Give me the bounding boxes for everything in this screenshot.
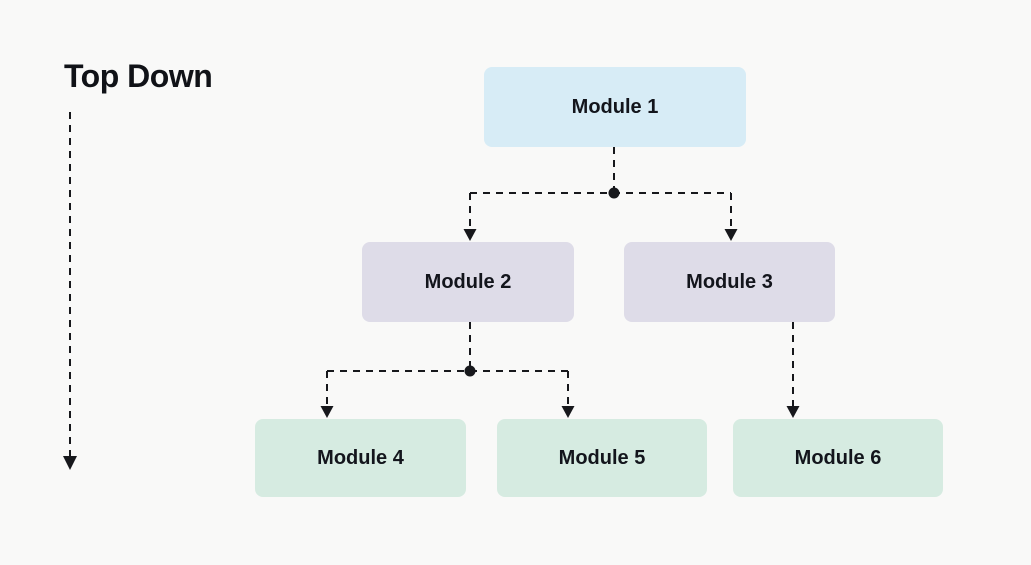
edge-module3-module6 [786,322,800,418]
node-label: Module 4 [317,446,404,469]
junction-dot-1 [608,187,620,199]
edge-module2-module4 [320,371,334,418]
node-label: Module 1 [571,95,659,118]
arrow-down-icon [63,456,77,470]
edge-module2-module5 [561,371,575,418]
arrow-down-icon [561,406,575,418]
top-down-direction-arrow [63,112,77,470]
edge-module1-module2 [463,193,477,241]
diagram-title: Top Down [64,58,213,94]
node-module-5: Module 5 [497,419,707,497]
arrow-down-icon [463,229,477,241]
node-module-6: Module 6 [733,419,943,497]
junction-dot-2 [464,365,476,377]
node-module-3: Module 3 [624,242,835,322]
node-module-2: Module 2 [362,242,574,322]
arrow-down-icon [320,406,334,418]
node-module-4: Module 4 [255,419,466,497]
node-label: Module 2 [424,270,512,293]
edge-module1-module3 [724,193,738,241]
arrow-down-icon [724,229,738,241]
arrow-down-icon [786,406,800,418]
node-label: Module 3 [686,270,773,293]
node-module-1: Module 1 [484,67,746,147]
node-label: Module 5 [558,446,646,469]
node-label: Module 6 [794,446,882,469]
